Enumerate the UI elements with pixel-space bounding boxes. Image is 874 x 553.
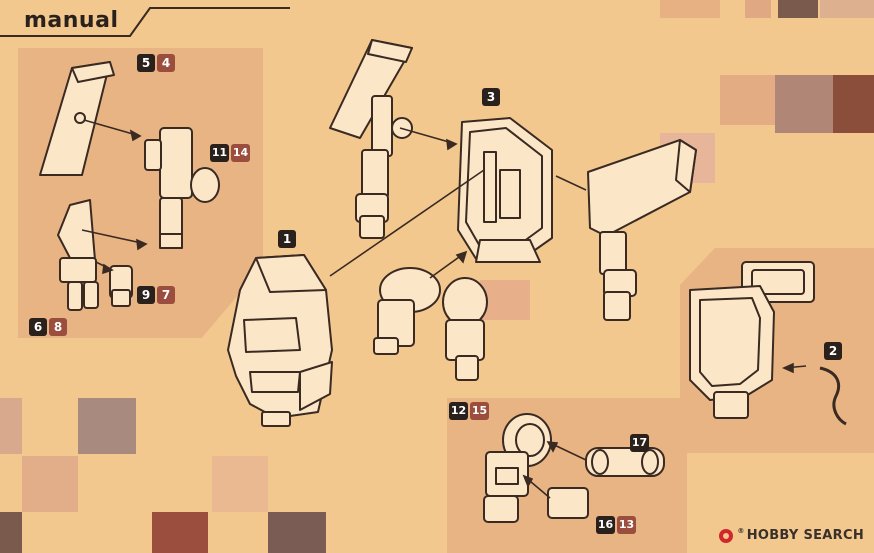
pixel-tile	[480, 280, 530, 320]
foot-part-16	[547, 487, 589, 519]
page-title: manual	[24, 8, 119, 33]
pixel-tile	[745, 0, 771, 18]
back-view-part	[689, 261, 847, 426]
pixel-tile	[0, 398, 22, 454]
pixel-tile	[212, 456, 268, 512]
callout-part-7: 7	[157, 286, 175, 304]
callout-part-13: 13	[617, 516, 636, 534]
right-arm-assembly	[587, 139, 697, 321]
watermark-text: HOBBY SEARCH	[746, 528, 864, 543]
callout-part-11: 11	[210, 144, 229, 162]
hobby-search-logo-icon	[719, 528, 734, 543]
callout-part-9: 9	[137, 286, 155, 304]
pixel-tile	[268, 512, 326, 553]
hobby-search-watermark: ® HOBBY SEARCH	[719, 526, 864, 543]
pixel-tile	[660, 0, 720, 18]
pixel-tile	[820, 0, 874, 18]
pixel-tile	[78, 398, 136, 454]
lower-arm-part-6	[57, 199, 99, 311]
legs-part	[373, 267, 488, 381]
torso-part-3	[457, 117, 553, 263]
pixel-tile	[778, 0, 818, 18]
callout-part-17: 17	[630, 434, 649, 452]
callout-part-12: 12	[449, 402, 468, 420]
title-rule	[0, 7, 290, 37]
pixel-tile	[152, 512, 208, 553]
callout-part-1: 1	[278, 230, 296, 248]
callout-part-5: 5	[137, 54, 155, 72]
callout-part-15: 15	[470, 402, 489, 420]
shaft-part-17	[585, 447, 665, 477]
callout-part-3: 3	[482, 88, 500, 106]
left-arm-assembly	[329, 39, 413, 239]
registered-mark: ®	[737, 526, 745, 535]
upper-arm-part-11	[144, 127, 220, 249]
callout-part-8: 8	[49, 318, 67, 336]
pixel-tile	[833, 75, 874, 133]
callout-part-6: 6	[29, 318, 47, 336]
callout-part-4: 4	[157, 54, 175, 72]
knee-part-12	[483, 413, 552, 523]
hand-part-9	[109, 265, 133, 307]
callout-part-16: 16	[596, 516, 615, 534]
pixel-tile	[22, 456, 78, 512]
pixel-tile	[720, 75, 775, 125]
head-part-1	[227, 254, 333, 427]
callout-part-2: 2	[824, 342, 842, 360]
callout-part-14: 14	[231, 144, 250, 162]
shield-part-5	[39, 61, 115, 176]
pixel-tile	[775, 75, 833, 133]
pixel-tile	[0, 512, 22, 553]
